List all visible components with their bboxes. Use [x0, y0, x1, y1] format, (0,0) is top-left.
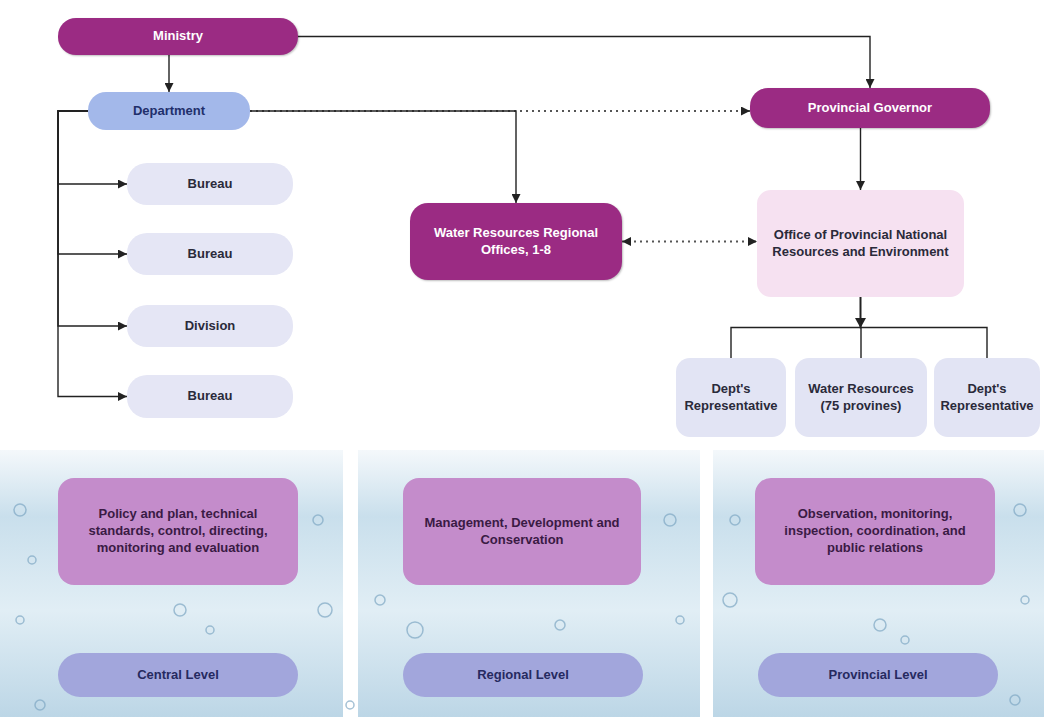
node-label: Management, Development and Conservation [415, 515, 629, 549]
water-panel [713, 450, 1044, 717]
connector [58, 111, 127, 254]
node-label: Bureau [188, 388, 233, 405]
node-label: Dept's Representative [939, 381, 1035, 415]
node-label: Office of Provincial National Resources … [765, 227, 956, 261]
node-label: Observation, monitoring, inspection, coo… [767, 506, 983, 557]
connector [860, 128, 861, 190]
dotted-connector [622, 241, 757, 243]
node-label: Bureau [188, 246, 233, 263]
representative-box: Dept's Representative [934, 358, 1040, 437]
node-label: Central Level [137, 667, 219, 684]
node-label: Ministry [153, 28, 203, 45]
node-label: Provincial Level [829, 667, 928, 684]
role-box: Observation, monitoring, inspection, coo… [755, 478, 995, 585]
department-box: Department [88, 92, 250, 130]
regional-office-box: Water Resources Regional Offices, 1-8 [410, 203, 622, 280]
bubbles [14, 504, 1029, 710]
bureau-box: Bureau [127, 375, 293, 418]
governor-box: Provincial Governor [750, 88, 990, 128]
water-panel [0, 450, 343, 717]
water-panel [358, 450, 700, 717]
node-label: Dept's Representative [681, 381, 781, 415]
connector [861, 297, 988, 358]
node-label: Provincial Governor [808, 100, 932, 117]
provincial-unit-box: Water Resources (75 provines) [795, 358, 927, 437]
node-label: Policy and plan, technical standards, co… [70, 506, 286, 557]
node-label: Division [185, 318, 236, 335]
ministry-box: Ministry [58, 18, 298, 55]
representative-box: Dept's Representative [676, 358, 786, 437]
node-label: Regional Level [477, 667, 569, 684]
node-label: Bureau [188, 176, 233, 193]
connector [58, 111, 127, 326]
node-label: Department [133, 103, 205, 120]
role-box: Management, Development and Conservation [403, 478, 641, 585]
level-pill: Provincial Level [758, 653, 998, 697]
connector [731, 297, 861, 358]
bureau-box: Bureau [127, 163, 293, 205]
bureau-box: Bureau [127, 233, 293, 275]
connector [298, 37, 870, 89]
level-pill: Regional Level [403, 653, 643, 697]
level-pill: Central Level [58, 653, 298, 697]
connector [58, 111, 127, 397]
provincial-office-box: Office of Provincial National Resources … [757, 190, 964, 297]
connector [168, 55, 169, 92]
node-label: Water Resources (75 provines) [800, 381, 922, 415]
role-box: Policy and plan, technical standards, co… [58, 478, 298, 585]
division-box: Division [127, 305, 293, 347]
node-label: Water Resources Regional Offices, 1-8 [418, 225, 614, 259]
